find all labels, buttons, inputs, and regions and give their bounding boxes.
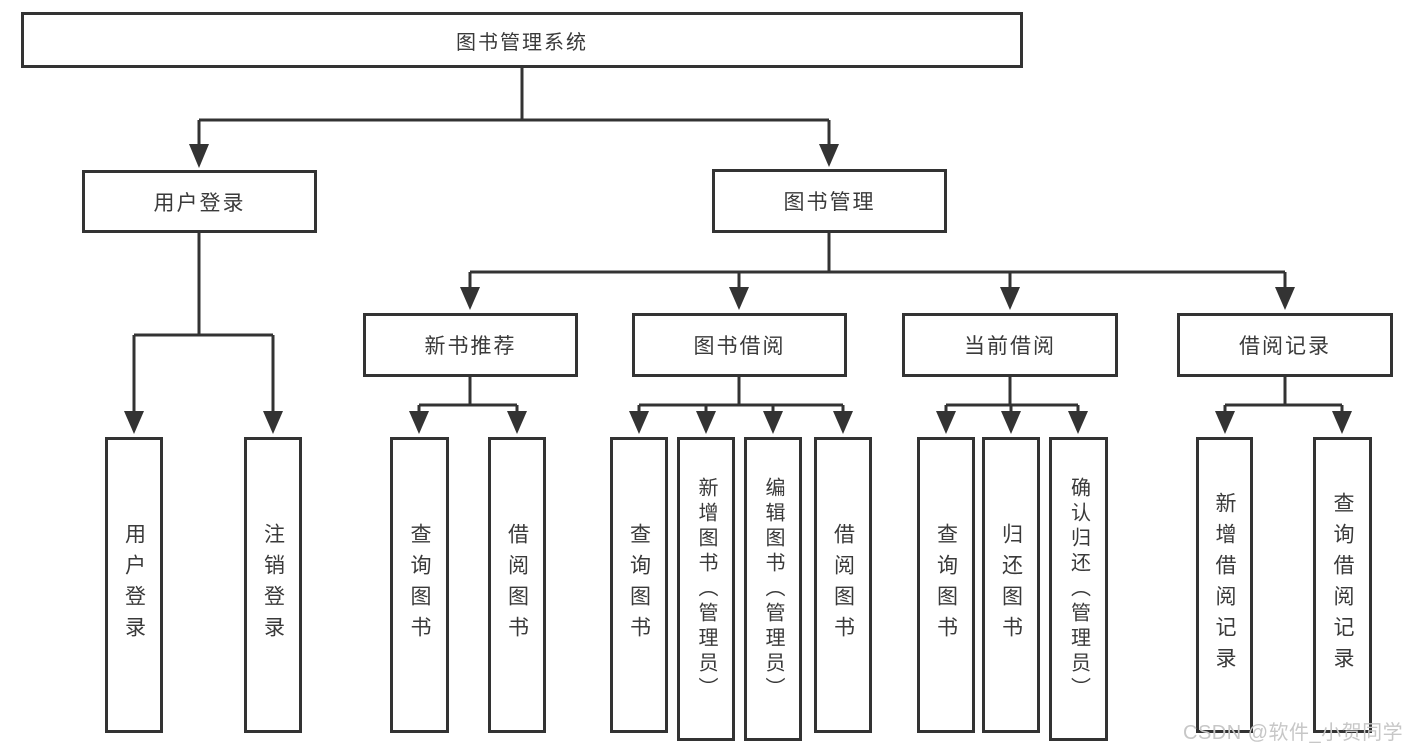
leaf-user-login: 用户登录 [105, 437, 163, 733]
csdn-watermark: CSDN @软件_小贺同学 [1183, 722, 1404, 744]
node-new-book-recommend: 新书推荐 [363, 313, 578, 377]
leaf-add-book-admin-label: 新增图书（管理员） [695, 476, 717, 702]
leaf-query-books-1-label: 查询图书 [408, 523, 431, 647]
node-book-borrow: 图书借阅 [632, 313, 847, 377]
node-library-system: 图书管理系统 [21, 12, 1023, 68]
leaf-logout-label: 注销登录 [261, 523, 285, 647]
leaf-user-login-label: 用户登录 [122, 523, 146, 647]
node-user-login: 用户登录 [82, 170, 317, 233]
node-current-borrow-label: 当前借阅 [964, 335, 1056, 358]
node-new-book-recommend-label: 新书推荐 [424, 335, 517, 358]
leaf-borrow-books-2-label: 借阅图书 [831, 523, 855, 647]
leaf-return-books: 归还图书 [982, 437, 1040, 733]
leaf-add-borrow-record: 新增借阅记录 [1196, 437, 1253, 733]
leaf-query-borrow-record-label: 查询借阅记录 [1331, 492, 1354, 678]
leaf-add-borrow-record-label: 新增借阅记录 [1213, 492, 1236, 678]
leaf-query-books-2-label: 查询图书 [627, 523, 651, 647]
node-book-management-label: 图书管理 [783, 191, 876, 214]
leaf-query-books-2: 查询图书 [610, 437, 668, 733]
node-library-system-label: 图书管理系统 [456, 31, 588, 54]
leaf-query-borrow-record: 查询借阅记录 [1313, 437, 1372, 733]
leaf-query-books-3-label: 查询图书 [934, 523, 958, 647]
leaf-confirm-return-admin-label: 确认归还（管理员） [1067, 476, 1090, 702]
node-user-login-label: 用户登录 [153, 191, 246, 215]
leaf-edit-book-admin-label: 编辑图书（管理员） [762, 476, 784, 702]
node-book-borrow-label: 图书借阅 [693, 335, 786, 358]
leaf-add-book-admin: 新增图书（管理员） [677, 437, 735, 741]
leaf-logout: 注销登录 [244, 437, 302, 733]
node-book-management: 图书管理 [712, 169, 947, 233]
leaf-return-books-label: 归还图书 [999, 523, 1023, 647]
leaf-edit-book-admin: 编辑图书（管理员） [744, 437, 802, 741]
node-borrow-records: 借阅记录 [1177, 313, 1393, 377]
leaf-query-books-3: 查询图书 [917, 437, 975, 733]
node-borrow-records-label: 借阅记录 [1239, 335, 1331, 358]
leaf-confirm-return-admin: 确认归还（管理员） [1049, 437, 1108, 741]
leaf-borrow-books-1-label: 借阅图书 [505, 523, 529, 647]
arrowheads [124, 144, 1352, 434]
leaf-query-books-1: 查询图书 [390, 437, 449, 733]
leaf-borrow-books-2: 借阅图书 [814, 437, 872, 733]
node-current-borrow: 当前借阅 [902, 313, 1118, 377]
leaf-borrow-books-1: 借阅图书 [488, 437, 546, 733]
